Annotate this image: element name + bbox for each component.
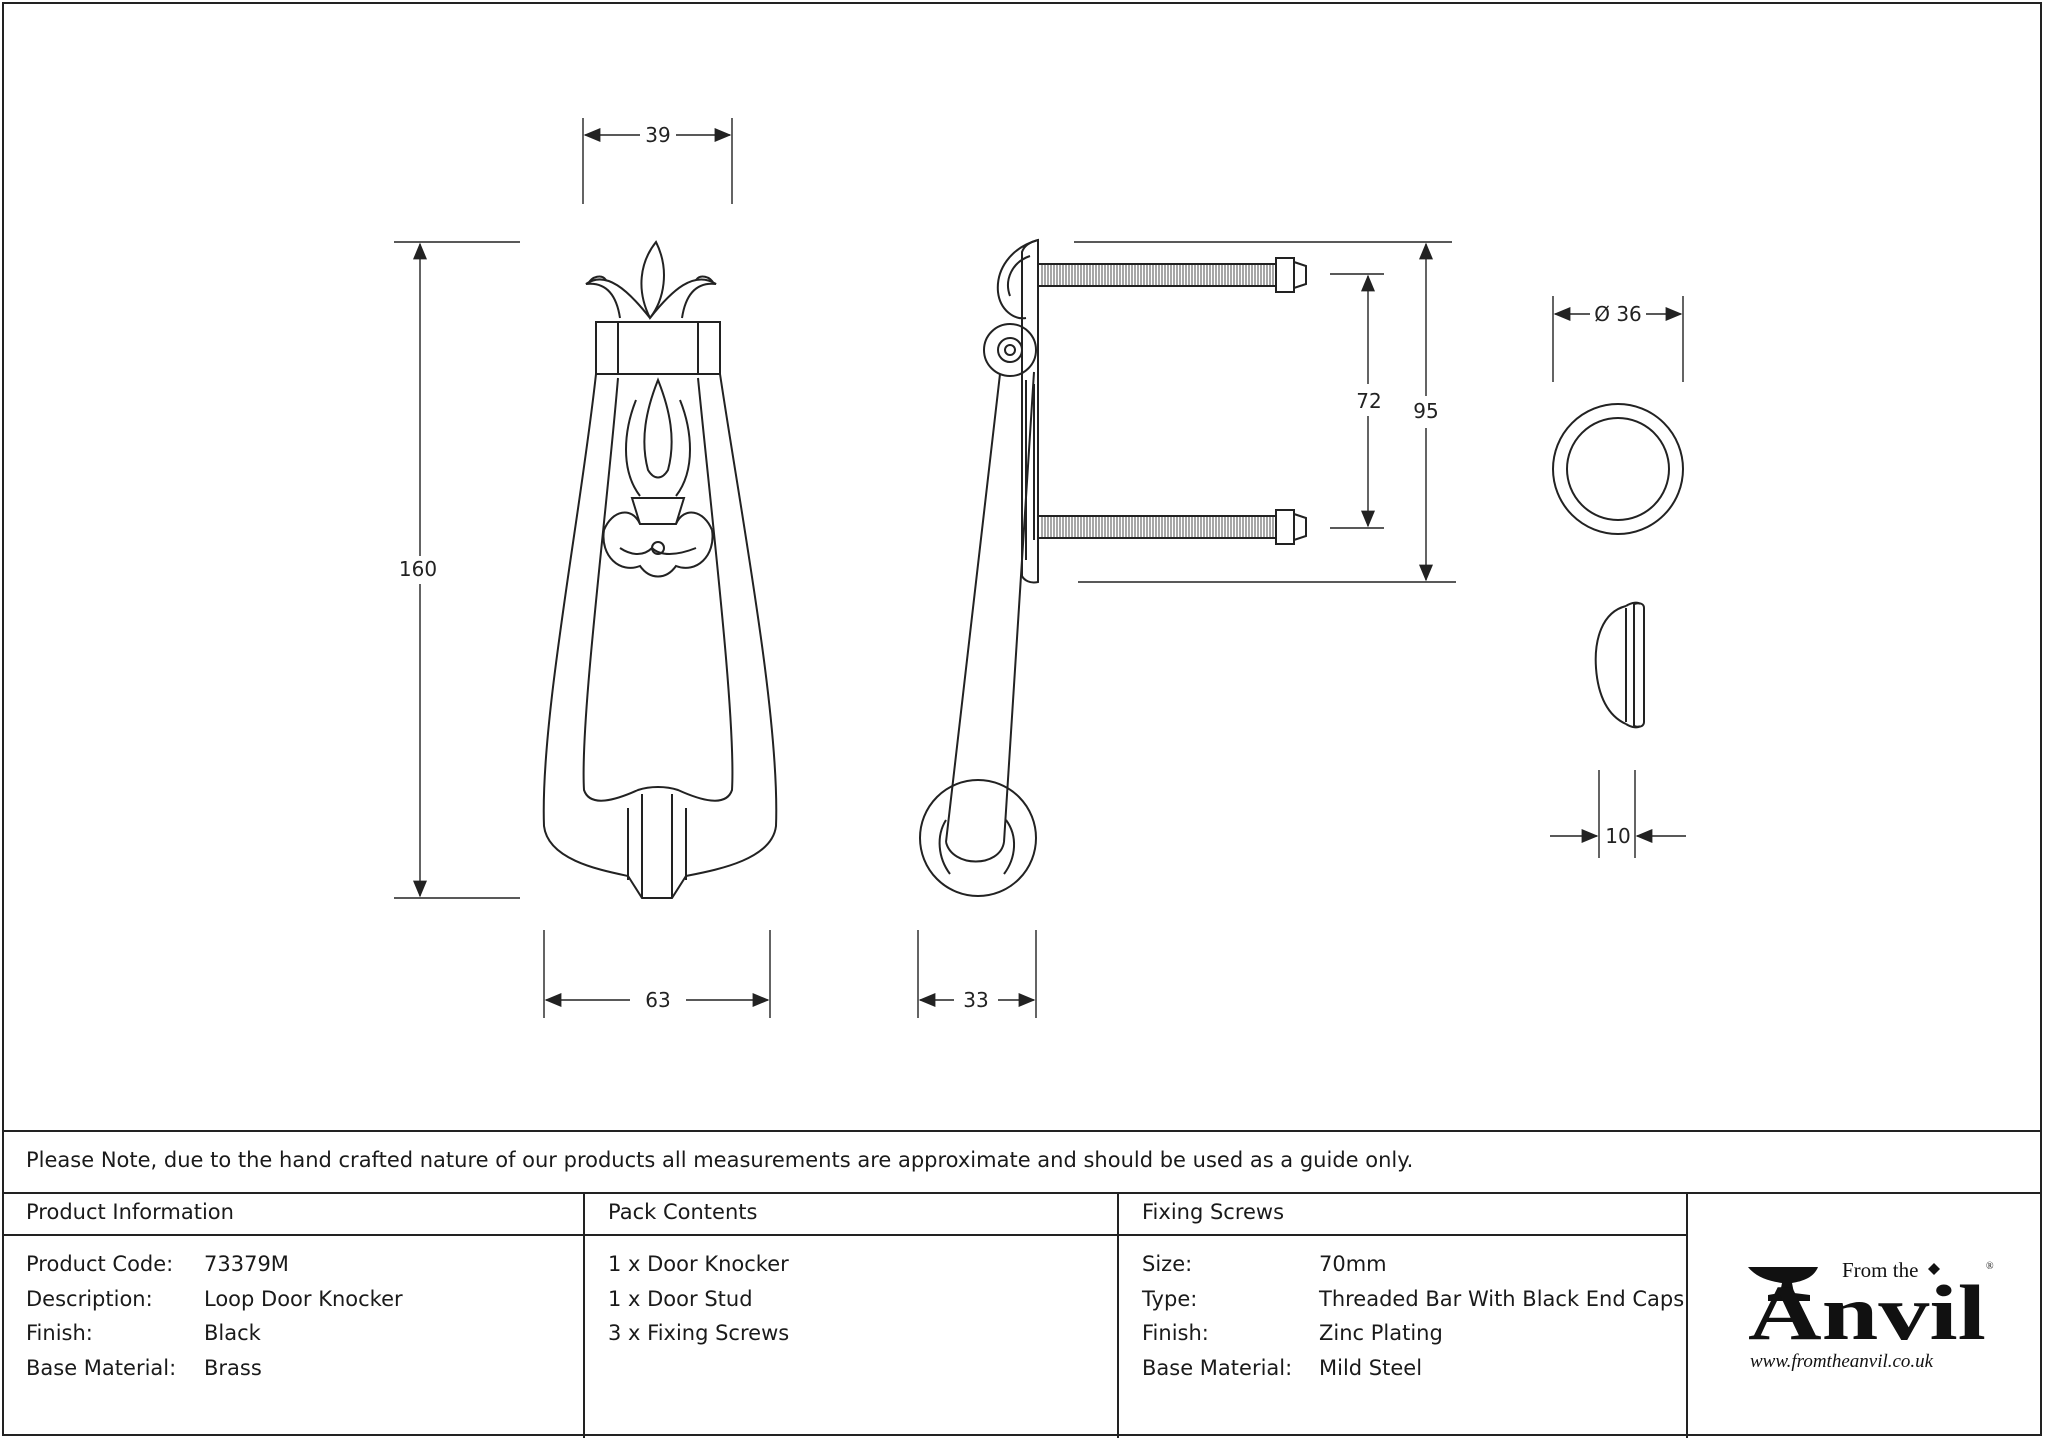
threads xyxy=(1041,265,1274,537)
pack-item: 1 x Door Knocker xyxy=(608,1252,789,1276)
product-info-values: 73379M Loop Door Knocker Black Brass xyxy=(204,1247,403,1385)
dim-screw-centres-72: 72 xyxy=(1356,389,1381,413)
logo-url: www.fromtheanvil.co.uk xyxy=(1750,1351,1934,1372)
logo-from-the: From the xyxy=(1842,1258,1918,1282)
dim-stud-depth-10: 10 xyxy=(1605,824,1630,848)
pack-item: 1 x Door Stud xyxy=(608,1286,753,1311)
dim-stud-diameter: Ø 36 xyxy=(1594,302,1642,326)
dim-base-63: 63 xyxy=(645,988,670,1012)
note-rule xyxy=(2,1192,2042,1194)
product-code-label: Product Code: xyxy=(26,1252,174,1276)
column-divider-3 xyxy=(1686,1192,1688,1438)
front-view xyxy=(542,240,778,899)
side-dimensions xyxy=(917,241,1456,1018)
screw-material-value: Mild Steel xyxy=(1319,1355,1423,1380)
column-divider-2 xyxy=(1117,1192,1119,1438)
screw-material-label: Base Material: xyxy=(1142,1355,1293,1380)
fixing-screws-heading: Fixing Screws xyxy=(1142,1200,1285,1224)
column-divider-1 xyxy=(583,1192,585,1438)
finish-label: Finish: xyxy=(26,1321,93,1345)
front-dimensions xyxy=(394,118,771,1018)
anvil-icon xyxy=(1748,1267,1818,1301)
screw-type-value: Threaded Bar With Black End Caps xyxy=(1319,1286,1685,1311)
pack-item: 3 x Fixing Screws xyxy=(608,1321,790,1345)
header-rule xyxy=(2,1234,1686,1236)
pack-contents-list: 1 x Door Knocker 1 x Door Stud 3 x Fixin… xyxy=(608,1247,789,1351)
dim-projection-33: 33 xyxy=(963,988,988,1012)
door-stud xyxy=(1552,403,1684,729)
fixing-screws-labels: Size: Type: Finish: Base Material: xyxy=(1142,1247,1292,1385)
screw-size-value: 70mm xyxy=(1319,1252,1387,1276)
from-the-anvil-logo: From the ® Anvil www.fromtheanvil.co.uk xyxy=(1748,1258,1994,1372)
finish-value: Black xyxy=(204,1321,261,1345)
base-material-label: Base Material: xyxy=(26,1355,177,1380)
description-value: Loop Door Knocker xyxy=(204,1286,403,1311)
product-code-value: 73379M xyxy=(204,1252,289,1276)
side-view xyxy=(919,238,1307,897)
dim-depth-95: 95 xyxy=(1413,399,1438,423)
fixing-screws-values: 70mm Threaded Bar With Black End Caps Zi… xyxy=(1319,1247,1684,1385)
dim-height-160: 160 xyxy=(399,557,437,581)
pack-contents-heading: Pack Contents xyxy=(608,1200,758,1224)
technical-drawing: 39 160 63 33 72 95 Ø 36 10 xyxy=(394,118,1686,1018)
dim-width-39: 39 xyxy=(645,123,670,147)
screw-finish-value: Zinc Plating xyxy=(1319,1321,1443,1345)
description-label: Description: xyxy=(26,1286,153,1311)
screw-finish-label: Finish: xyxy=(1142,1321,1209,1345)
screw-size-label: Size: xyxy=(1142,1252,1193,1276)
product-information-heading: Product Information xyxy=(26,1200,234,1224)
diamond-icon xyxy=(1928,1263,1940,1275)
product-info-labels: Product Code: Description: Finish: Base … xyxy=(26,1247,176,1385)
screw-type-label: Type: xyxy=(1142,1286,1198,1311)
logo-brand: Anvil xyxy=(1748,1269,1986,1356)
stud-dimensions xyxy=(1550,296,1686,858)
measurement-note: Please Note, due to the hand crafted nat… xyxy=(26,1148,1414,1172)
table-top-rule xyxy=(2,1130,2042,1132)
base-material-value: Brass xyxy=(204,1355,262,1380)
logo-registered: ® xyxy=(1986,1261,1994,1272)
